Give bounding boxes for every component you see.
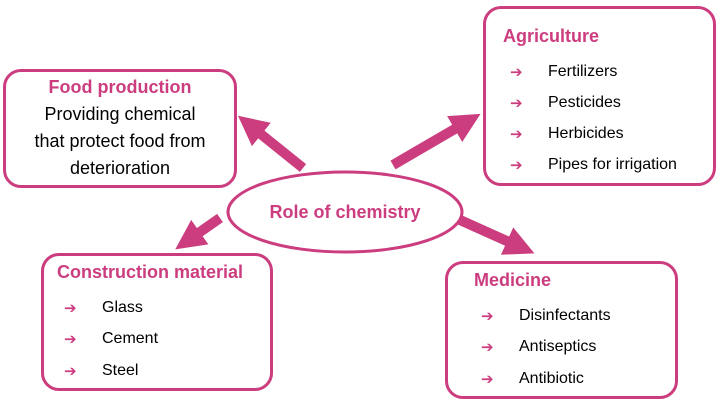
food-line: deterioration <box>69 158 171 178</box>
arrow-to-medicine <box>457 215 535 255</box>
bullet-arrow-icon: ➔ <box>481 339 494 356</box>
food-desc: Providing chemical that protect food fro… <box>6 101 234 182</box>
arrow-to-food <box>237 115 307 172</box>
center-label: Role of chemistry <box>269 202 421 222</box>
bullet-arrow-icon: ➔ <box>64 331 77 348</box>
bullet-arrow-icon: ➔ <box>64 363 77 380</box>
food-line: that protect food from <box>34 131 206 151</box>
center-ellipse <box>226 170 464 254</box>
bullet-arrow-icon: ➔ <box>510 95 523 112</box>
bullet-arrow-icon: ➔ <box>481 371 494 388</box>
list-item: Antibiotic <box>519 370 584 387</box>
food-line: Providing chemical <box>44 104 196 124</box>
list-item: Antiseptics <box>519 338 597 355</box>
list-item: Herbicides <box>548 125 624 142</box>
list-item: Pipes for irrigation <box>548 156 677 173</box>
list-item: Steel <box>102 362 139 379</box>
agriculture-title: Agriculture <box>503 26 600 46</box>
food-production-box: Food production Providing chemical that … <box>3 69 237 188</box>
construction-title: Construction material <box>57 262 244 282</box>
arrow-to-agriculture <box>390 113 481 170</box>
bullet-arrow-icon: ➔ <box>510 157 523 174</box>
medicine-title: Medicine <box>474 270 552 290</box>
medicine-box: Medicine ➔ Disinfectants ➔ Antiseptics ➔ An… <box>445 261 678 399</box>
bullet-arrow-icon: ➔ <box>64 300 77 317</box>
list-item: Fertilizers <box>548 63 618 80</box>
bullet-arrow-icon: ➔ <box>481 308 494 325</box>
bullet-arrow-icon: ➔ <box>510 64 523 81</box>
food-title: Food production <box>48 77 192 97</box>
list-item: Glass <box>102 299 143 316</box>
list-item: Disinfectants <box>519 307 611 324</box>
agriculture-box: Agriculture ➔ Fertilizers ➔ Pesticides ➔ He… <box>483 6 716 186</box>
construction-box: Construction material ➔ Glass ➔ Cement ➔ St… <box>41 253 273 391</box>
list-item: Pesticides <box>548 94 621 111</box>
bullet-arrow-icon: ➔ <box>510 126 523 143</box>
list-item: Cement <box>102 330 159 347</box>
arrow-to-construction <box>175 213 223 250</box>
